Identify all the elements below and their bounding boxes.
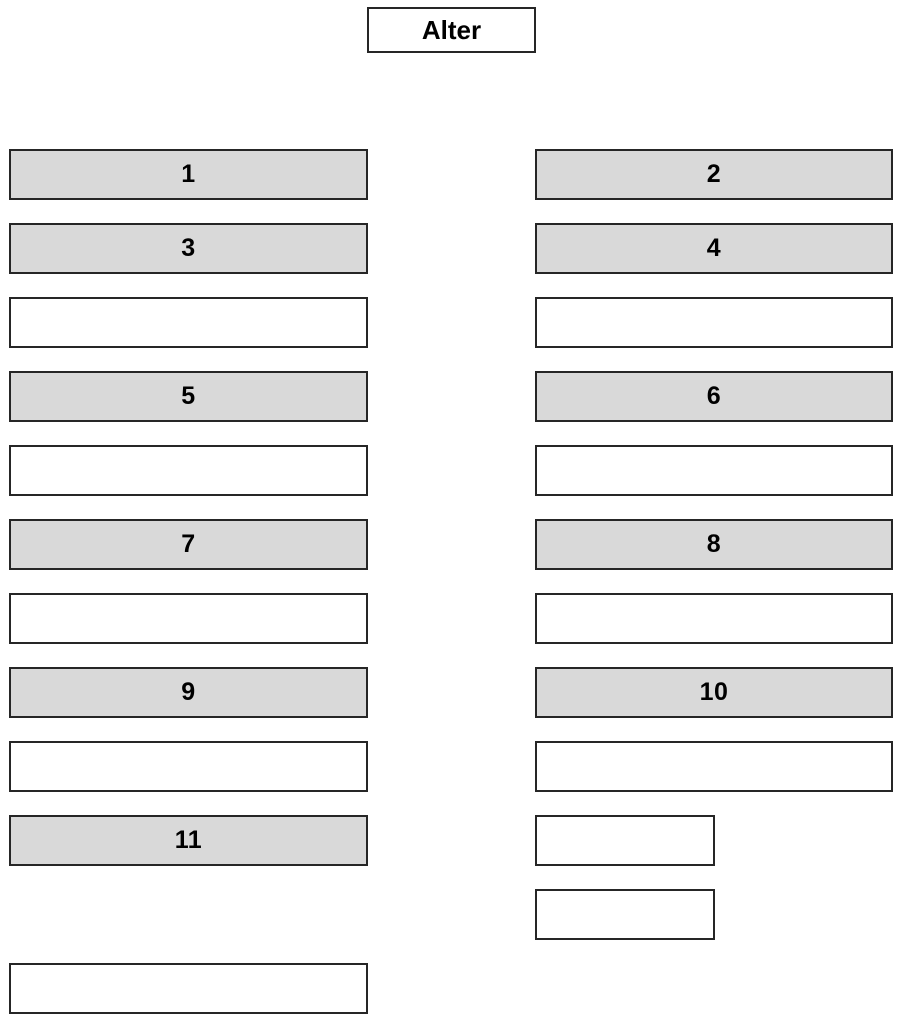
box-label: 8: [706, 530, 722, 558]
empty-box: [535, 815, 715, 866]
box-6: 6: [535, 371, 893, 422]
title-box: Alter: [367, 7, 536, 53]
box-label: 5: [181, 382, 196, 410]
empty-box: [535, 593, 893, 644]
empty-box: [535, 297, 893, 348]
box-10: 10: [535, 667, 893, 718]
box-label: 4: [706, 234, 722, 262]
box-11: 11: [9, 815, 368, 866]
box-label: 2: [706, 160, 722, 188]
box-label: 7: [181, 530, 196, 558]
empty-box: [9, 593, 368, 644]
box-label: 3: [181, 234, 196, 262]
box-4: 4: [535, 223, 893, 274]
box-label: 1: [181, 160, 196, 188]
box-label: 9: [181, 678, 196, 706]
empty-box: [535, 889, 715, 940]
box-5: 5: [9, 371, 368, 422]
box-8: 8: [535, 519, 893, 570]
box-label: 6: [706, 382, 722, 410]
box-2: 2: [535, 149, 893, 200]
box-1: 1: [9, 149, 368, 200]
box-label: 10: [699, 678, 729, 706]
empty-box: [9, 445, 368, 496]
title-label: Alter: [421, 14, 482, 45]
box-7: 7: [9, 519, 368, 570]
box-3: 3: [9, 223, 368, 274]
box-label: 11: [174, 826, 203, 854]
empty-box: [9, 297, 368, 348]
empty-box: [535, 445, 893, 496]
box-9: 9: [9, 667, 368, 718]
empty-box: [9, 741, 368, 792]
empty-box: [9, 963, 368, 1014]
empty-box: [535, 741, 893, 792]
